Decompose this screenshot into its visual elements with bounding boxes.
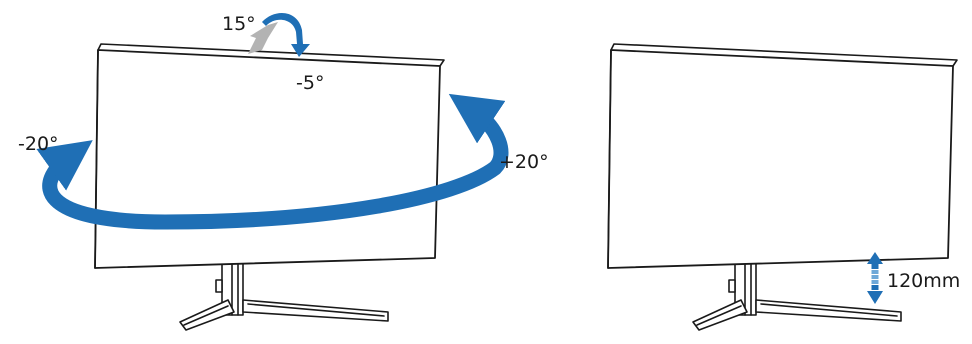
tilt-forward-arrow — [262, 12, 310, 57]
height-scale-bar — [871, 264, 879, 269]
arrow-down-icon — [867, 291, 883, 304]
height-adjust-indicator: 120mm — [867, 252, 960, 304]
swivel-right-label: +20° — [499, 151, 549, 173]
tilt-indicator: 15° -5° — [222, 12, 324, 94]
right-monitor-screen — [607, 43, 958, 269]
tilt-back-label: 15° — [222, 13, 256, 35]
tilt-back-arrow — [248, 22, 278, 54]
arrow-up-icon — [867, 252, 883, 264]
height-adjust-label: 120mm — [887, 270, 960, 292]
swivel-arrow — [36, 93, 509, 230]
right-monitor-stand — [692, 257, 902, 331]
right-monitor-figure: 120mm — [607, 43, 960, 331]
left-monitor-screen — [94, 43, 445, 269]
left-monitor-stand — [179, 257, 389, 331]
left-monitor-figure: 15° -5° -20° +20° — [18, 12, 549, 331]
swivel-indicator: -20° +20° — [18, 93, 549, 230]
tilt-forward-label: -5° — [296, 72, 324, 94]
swivel-left-label: -20° — [18, 133, 59, 155]
